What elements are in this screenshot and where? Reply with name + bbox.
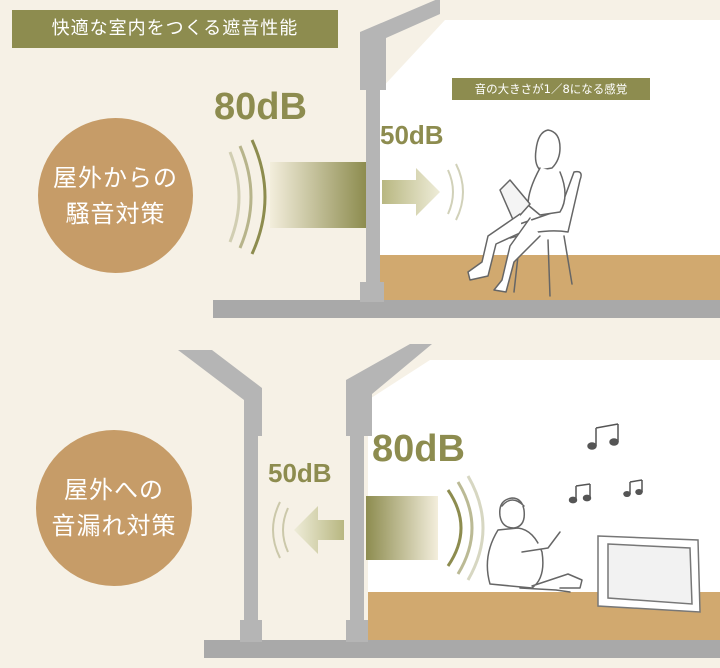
loudness-note: 音の大きさが1／8になる感覚 [452,78,650,100]
bottom-sound-waves-outside [272,501,289,559]
top-sound-waves-outside [228,139,267,255]
bottom-wall-left [244,434,258,624]
bottom-roof-right [346,344,432,436]
bottom-leaking-arrow [294,506,344,554]
noise-protection-line1: 屋外からの [53,163,178,192]
top-noise-band [270,162,366,228]
top-indoor-level: 50dB [380,120,444,150]
top-outdoor-level: 80dB [214,86,307,128]
bottom-wall-right [350,434,364,624]
bottom-outdoor-level: 50dB [268,458,332,488]
person-sitting-figure [486,497,583,593]
bottom-noise-band [366,496,438,560]
bottom-house [178,344,720,658]
noise-protection-line2: 騒音対策 [65,199,166,228]
top-ground [213,300,720,318]
page-title: 快適な室内をつくる遮音性能 [12,10,338,48]
bottom-sound-waves-inside [446,475,485,581]
bottom-ground [204,640,720,658]
top-roof [360,0,440,90]
top-wall-base [360,282,384,302]
music-notes [568,423,643,504]
noise-protection-label: 屋外からの 騒音対策 [38,118,193,273]
top-wall [366,88,380,284]
woman-reading-figure [467,129,582,297]
bottom-roof-left [178,350,262,436]
tv-set [597,535,701,613]
top-sound-waves-inside [447,163,464,221]
leakage-protection-label: 屋外への 音漏れ対策 [36,430,192,586]
bottom-wall-left-base [240,620,262,642]
bottom-wall-right-base [346,620,368,642]
leakage-protection-line1: 屋外への [64,476,164,504]
top-attenuated-arrow [382,168,440,216]
leakage-protection-line2: 音漏れ対策 [51,512,177,540]
bottom-indoor-level: 80dB [372,428,465,470]
